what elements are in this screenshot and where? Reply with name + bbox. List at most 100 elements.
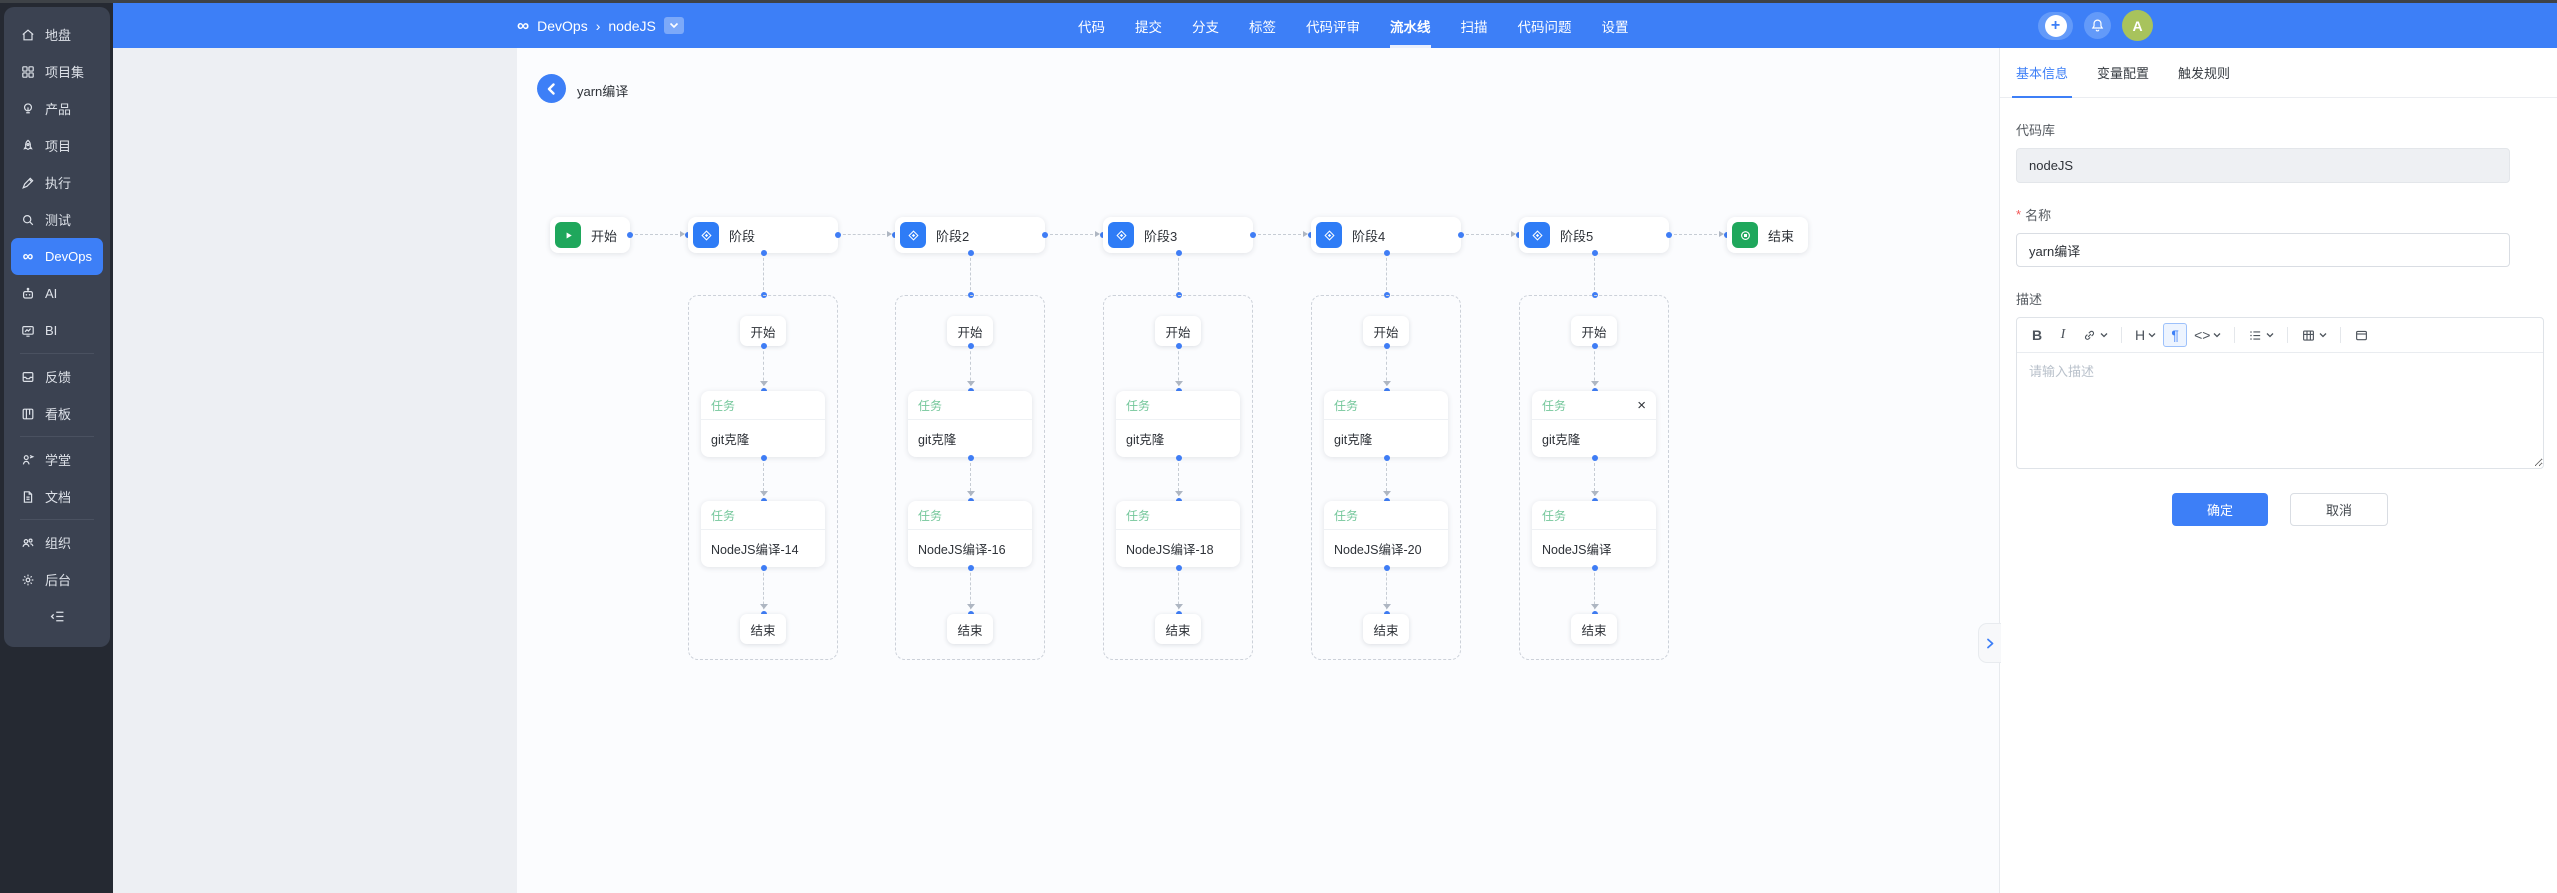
pipeline-canvas[interactable]: yarn编译 开始 阶段 阶段2 阶段3 阶段4 阶段5 结束 开始 — [517, 48, 2000, 893]
stage-node-1[interactable]: 阶段 — [688, 217, 838, 253]
stage-node-4[interactable]: 阶段4 — [1311, 217, 1461, 253]
sidebar-item-feedback[interactable]: 反馈 — [11, 358, 103, 395]
close-icon[interactable]: × — [1637, 396, 1646, 414]
notifications-button[interactable] — [2084, 12, 2111, 39]
sidebar-item-org[interactable]: 组织 — [11, 524, 103, 561]
sidebar-item-bi[interactable]: BI — [11, 312, 103, 349]
sidebar-item-label: 文档 — [45, 490, 72, 505]
flow-start-node[interactable]: 开始 — [1155, 316, 1201, 346]
nav-item-code[interactable]: 代码 — [1078, 19, 1105, 35]
collapse-sidebar-button[interactable] — [4, 600, 110, 632]
user-avatar[interactable]: A — [2122, 10, 2153, 41]
task-card[interactable]: 任务 NodeJS编译-20 — [1324, 501, 1448, 567]
connector — [1175, 250, 1182, 298]
link-icon — [2084, 330, 2095, 340]
sidebar-item-project[interactable]: 项目 — [11, 127, 103, 164]
panel-block-button[interactable] — [2349, 323, 2374, 347]
connector — [966, 455, 975, 504]
back-button[interactable] — [537, 74, 566, 103]
sidebar-item-docs[interactable]: 文档 — [11, 478, 103, 515]
nav-item-code-review[interactable]: 代码评审 — [1306, 19, 1360, 35]
chevron-down-icon — [2214, 333, 2221, 338]
task-card[interactable]: 任务 NodeJS编译 — [1532, 501, 1656, 567]
tab-basic-info[interactable]: 基本信息 — [2011, 48, 2073, 98]
sidebar-item-school[interactable]: 学堂 — [11, 441, 103, 478]
sidebar-divider — [20, 353, 94, 354]
repo-field[interactable] — [2016, 148, 2510, 183]
flow-end-node[interactable]: 结束 — [947, 614, 993, 644]
plus-icon: + — [2044, 14, 2067, 37]
nav-item-code-issues[interactable]: 代码问题 — [1517, 19, 1572, 35]
sidebar-item-admin[interactable]: 后台 — [11, 561, 103, 598]
link-button[interactable] — [2077, 323, 2113, 347]
stage-node-3[interactable]: 阶段3 — [1103, 217, 1253, 253]
stage-node-5[interactable]: 阶段5 — [1519, 217, 1669, 253]
header-nav: 代码 提交 分支 标签 代码评审 流水线 扫描 代码问题 设置 — [1078, 3, 1629, 48]
add-button[interactable]: + — [2038, 11, 2073, 40]
list-button[interactable] — [2243, 323, 2279, 347]
task-badge: 任务 — [1334, 398, 1359, 413]
code-button[interactable]: <> — [2189, 323, 2226, 347]
breadcrumb-repo[interactable]: nodeJS — [608, 17, 656, 34]
connector — [759, 455, 768, 504]
table-button[interactable] — [2296, 323, 2332, 347]
task-card[interactable]: 任务 git克隆 — [908, 391, 1032, 457]
sidebar-item-devops[interactable]: ∞ DevOps — [11, 238, 103, 275]
infinity-icon: ∞ — [22, 248, 34, 265]
chevron-left-icon — [547, 82, 555, 95]
description-input[interactable] — [2017, 353, 2543, 467]
nav-item-pipeline[interactable]: 流水线 — [1390, 3, 1431, 48]
left-gutter — [113, 48, 517, 893]
italic-button[interactable]: I — [2060, 327, 2066, 342]
sidebar-item-ai[interactable]: AI — [11, 275, 103, 312]
sidebar-item-product[interactable]: 产品 — [11, 90, 103, 127]
stage-node-2[interactable]: 阶段2 — [895, 217, 1045, 253]
nav-item-settings[interactable]: 设置 — [1601, 19, 1629, 35]
repo-switch-dropdown[interactable] — [663, 17, 684, 34]
nav-item-scan[interactable]: 扫描 — [1460, 19, 1488, 35]
sidebar-item-board[interactable]: 看板 — [11, 395, 103, 432]
task-card[interactable]: 任务 × git克隆 — [1532, 391, 1656, 457]
task-card[interactable]: 任务 git克隆 — [701, 391, 825, 457]
sidebar-item-execute[interactable]: 执行 — [11, 164, 103, 201]
flow-end-node[interactable]: 结束 — [1155, 614, 1201, 644]
editor-toolbar: B I H ¶ <> — [2017, 318, 2543, 353]
connector — [1590, 565, 1599, 617]
flow-start-node[interactable]: 开始 — [740, 316, 786, 346]
sidebar-item-test[interactable]: 测试 — [11, 201, 103, 238]
connector — [1042, 231, 1106, 238]
description-editor: B I H ¶ <> — [2016, 317, 2544, 469]
collapse-panel-handle[interactable] — [1978, 623, 2001, 663]
connector — [835, 231, 898, 238]
cancel-button[interactable]: 取消 — [2290, 493, 2389, 526]
heading-button[interactable]: H — [2130, 323, 2161, 347]
confirm-button[interactable]: 确定 — [2171, 493, 2268, 526]
tab-trigger-rules[interactable]: 触发规则 — [2178, 66, 2231, 81]
task-card[interactable]: 任务 NodeJS编译-18 — [1116, 501, 1240, 567]
flow-start-node[interactable]: 开始 — [1571, 316, 1617, 346]
sidebar-item-home[interactable]: 地盘 — [11, 16, 103, 53]
task-card[interactable]: 任务 NodeJS编译-14 — [701, 501, 825, 567]
connector — [1250, 231, 1314, 238]
task-card[interactable]: 任务 git克隆 — [1116, 391, 1240, 457]
task-card[interactable]: 任务 git克隆 — [1324, 391, 1448, 457]
flow-end-node[interactable]: 结束 — [1363, 614, 1409, 644]
bold-button[interactable]: B — [2031, 327, 2043, 343]
task-card[interactable]: 任务 NodeJS编译-16 — [908, 501, 1032, 567]
flow-end-node[interactable]: 结束 — [740, 614, 786, 644]
pipeline-start-node[interactable]: 开始 — [550, 217, 630, 253]
nav-item-tags[interactable]: 标签 — [1249, 19, 1276, 35]
paragraph-button[interactable]: ¶ — [2163, 323, 2188, 347]
tab-variables[interactable]: 变量配置 — [2097, 66, 2150, 81]
pipeline-end-node[interactable]: 结束 — [1727, 217, 1808, 253]
name-field[interactable] — [2016, 233, 2510, 267]
nav-item-branches[interactable]: 分支 — [1192, 19, 1219, 35]
flow-start-node[interactable]: 开始 — [1363, 316, 1409, 346]
flow-start-node[interactable]: 开始 — [947, 316, 993, 346]
sidebar-item-label: 地盘 — [45, 28, 72, 43]
nav-item-commits[interactable]: 提交 — [1135, 19, 1162, 35]
sidebar-item-project-set[interactable]: 项目集 — [11, 53, 103, 90]
breadcrumb-app[interactable]: DevOps — [537, 17, 588, 34]
flow-end-node[interactable]: 结束 — [1571, 614, 1617, 644]
breadcrumb-separator: › — [595, 17, 601, 34]
